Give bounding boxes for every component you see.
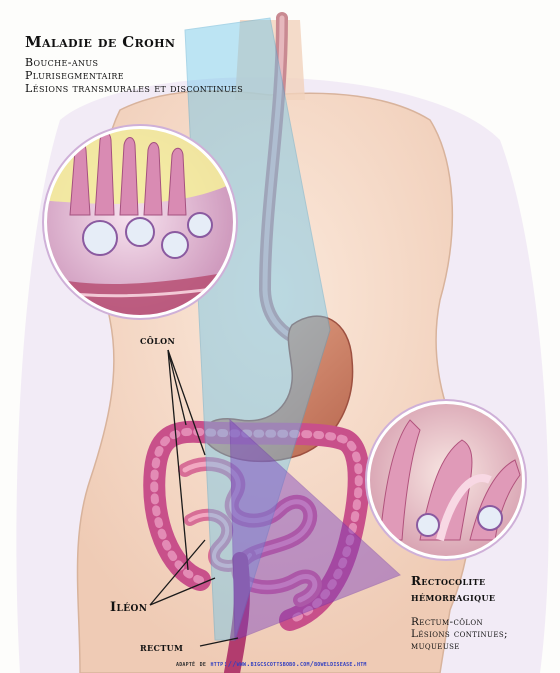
rch-line-rectum-colon: Rectum-côlon [411,616,483,628]
ileon-label: Iléon [110,600,147,615]
credit-prefix: adapté de [176,660,206,668]
source-credit: adapté de http://www.bigcscottsbobo.com/… [176,660,367,668]
crohn-line-mouth-anus: Bouche-anus [25,57,98,69]
crohn-line-lesions: Lésions transmurales et discontinues [25,83,243,95]
rectum-label: rectum [140,640,183,654]
rch-title-line1: Rectocolite [411,574,486,589]
colon-label: côlon [140,333,175,347]
rch-line-continuous-lesions: Lésions continues; [411,628,508,640]
rch-title-line2: hémorragique [411,590,495,605]
rch-line-mucosa: muqueuse [411,640,460,652]
credit-url[interactable]: http://www.bigcscottsbobo.com/boweldisea… [211,660,367,668]
crohn-title: Maladie de Crohn [25,33,175,51]
crohn-line-plurisegmental: Plurisegmentaire [25,70,124,82]
